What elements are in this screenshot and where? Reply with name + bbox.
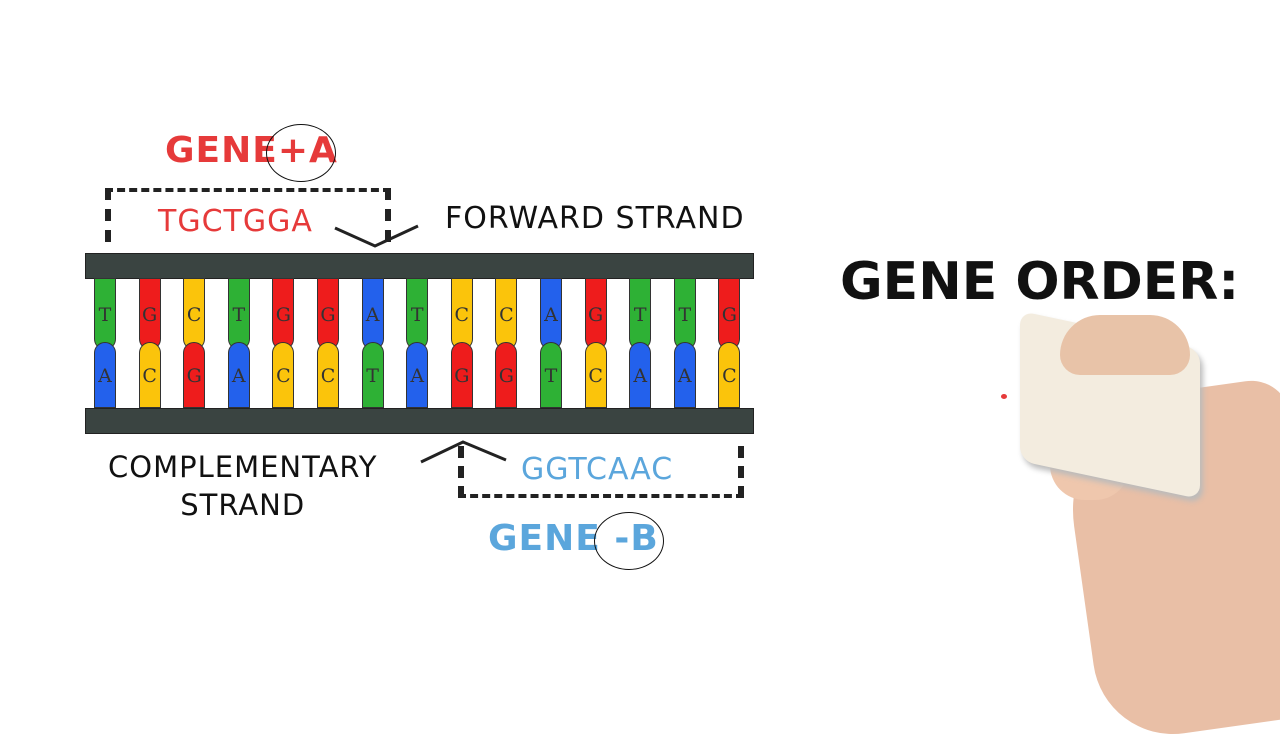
- bottom-base: C: [138, 342, 161, 408]
- bottom-base: G: [495, 342, 518, 408]
- forward-strand-label: FORWARD STRAND: [445, 201, 745, 236]
- top-base: T: [94, 278, 116, 350]
- top-base: C: [495, 278, 518, 350]
- arrow-up-icon: [420, 440, 507, 464]
- hand-icon: [1020, 310, 1280, 744]
- bottom-base: G: [183, 342, 206, 408]
- gene-b-sequence: GGTCAAC: [521, 452, 674, 487]
- gene-a-word: GENE: [165, 130, 278, 171]
- arrow-down-icon: [334, 224, 419, 248]
- bottom-base: A: [94, 342, 116, 408]
- top-base: T: [673, 278, 696, 350]
- top-base: T: [406, 278, 429, 350]
- top-base: G: [272, 278, 295, 350]
- bottom-base: C: [272, 342, 295, 408]
- complementary-strand-label: COMPLEMENTARY STRAND: [108, 448, 377, 524]
- gene-b-bracket: [458, 446, 744, 498]
- top-base: T: [629, 278, 652, 350]
- bottom-base: T: [361, 342, 384, 408]
- gene-a-circle: [266, 124, 336, 182]
- forward-backbone: [85, 253, 754, 279]
- top-base: C: [450, 278, 473, 350]
- top-base: G: [317, 278, 339, 350]
- gene-b-circle: [594, 512, 664, 570]
- bottom-base: G: [450, 342, 473, 408]
- bottom-base: C: [584, 342, 607, 408]
- bottom-base: A: [673, 342, 696, 408]
- bottom-base: T: [540, 342, 562, 408]
- bottom-base: C: [317, 342, 339, 408]
- top-base: G: [138, 278, 161, 350]
- bottom-base: A: [406, 342, 429, 408]
- top-base: A: [540, 278, 562, 350]
- bottom-base: A: [227, 342, 250, 408]
- gene-a-sequence: TGCTGGA: [158, 204, 313, 239]
- complementary-line-2: STRAND: [180, 488, 306, 522]
- complementary-backbone: [85, 408, 754, 434]
- bottom-base: C: [718, 342, 741, 408]
- complementary-line-1: COMPLEMENTARY: [108, 450, 378, 484]
- bottom-base: A: [629, 342, 652, 408]
- top-base: G: [718, 278, 741, 350]
- top-base: A: [361, 278, 384, 350]
- gene-b-word: GENE: [488, 518, 601, 559]
- red-dot: [1001, 394, 1007, 399]
- top-base: C: [183, 278, 206, 350]
- gene-a-bracket: [105, 188, 391, 242]
- top-base: T: [227, 278, 250, 350]
- gene-order-title: GENE ORDER:: [840, 252, 1240, 312]
- top-base: G: [584, 278, 607, 350]
